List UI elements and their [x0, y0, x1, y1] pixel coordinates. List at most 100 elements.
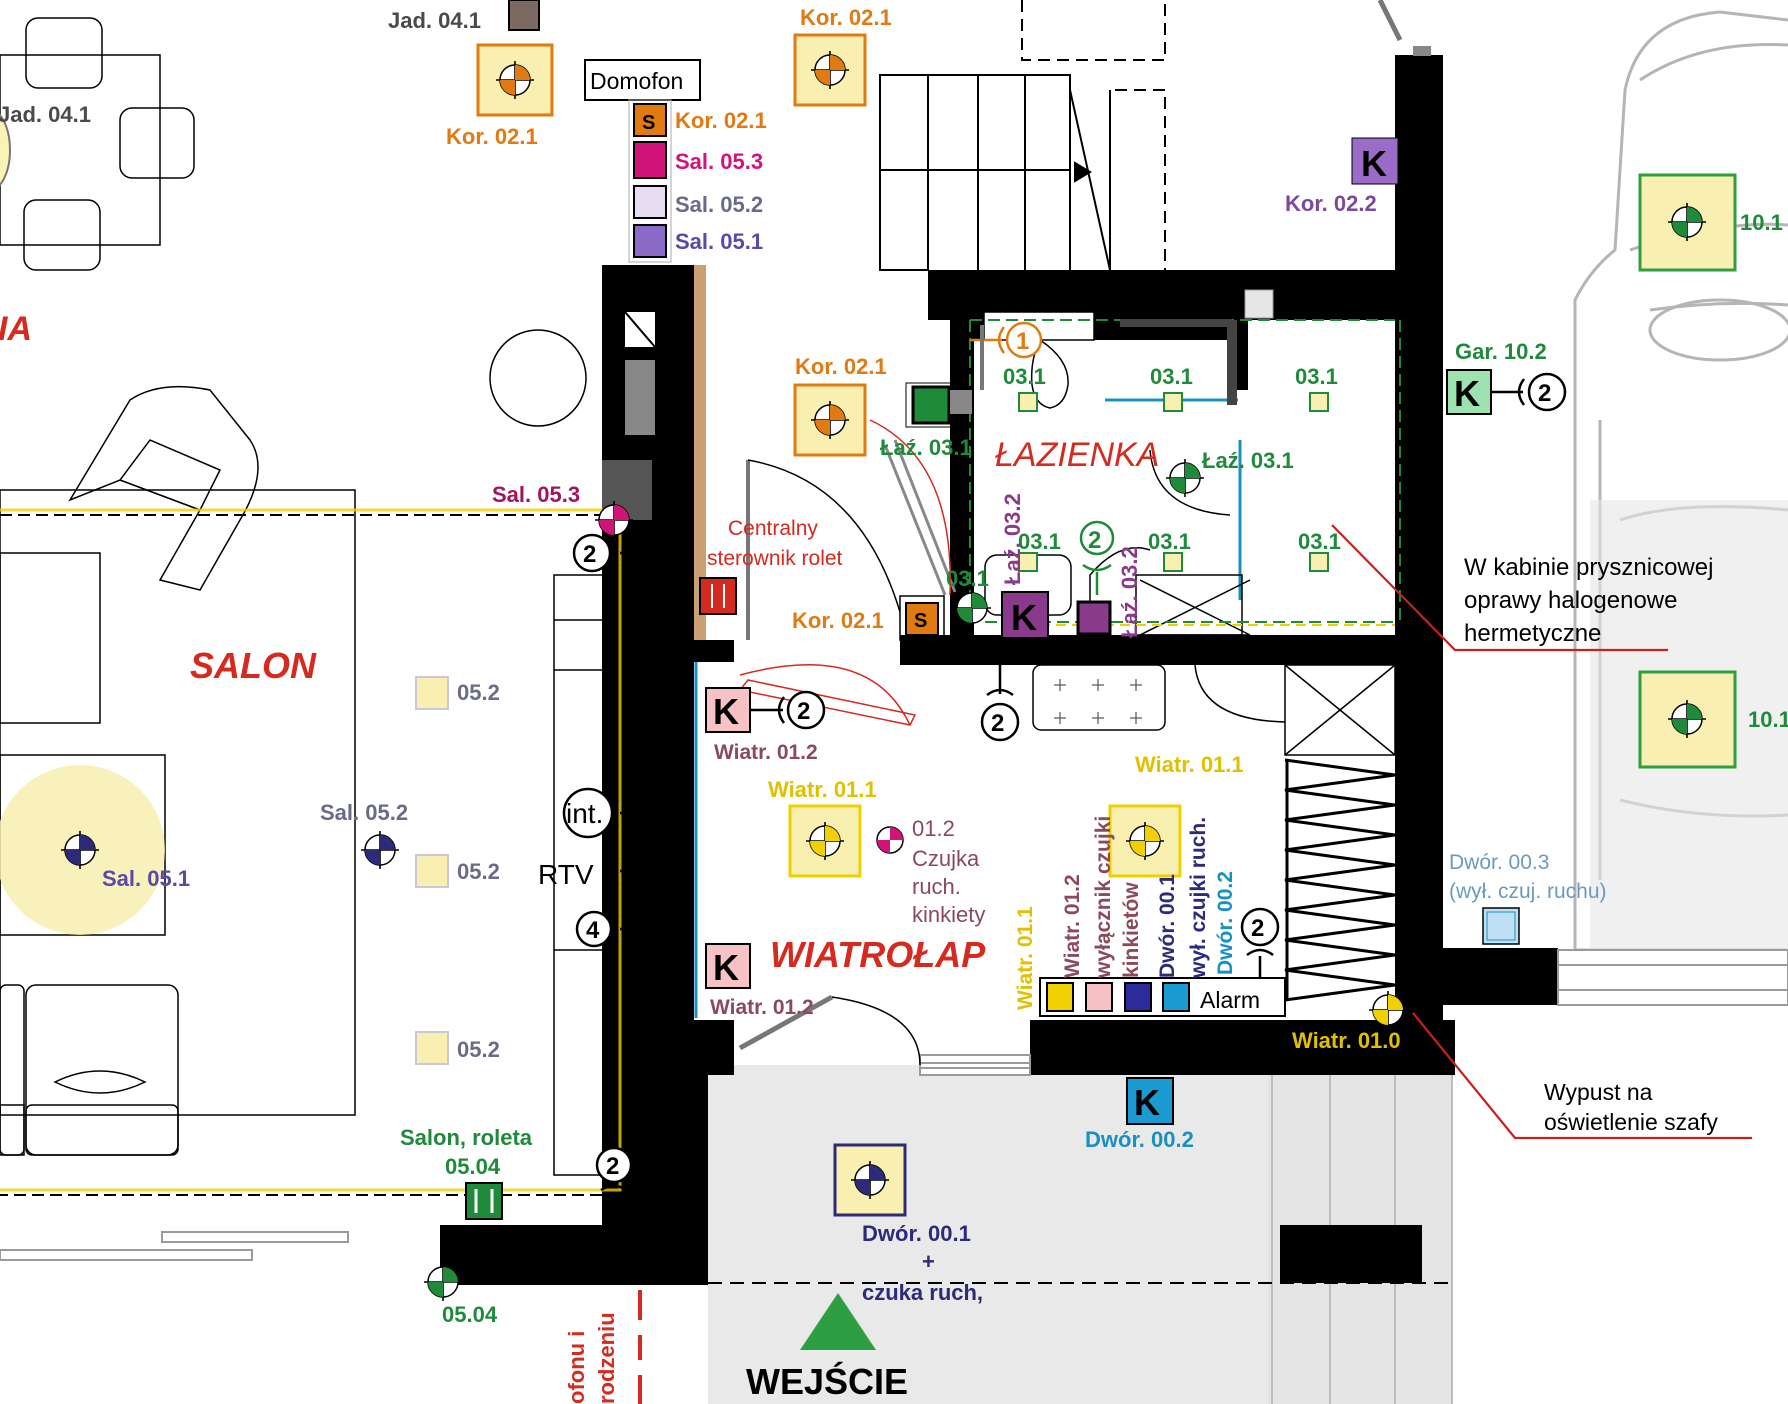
- roleta-switch: [465, 1182, 503, 1220]
- czujka-ruch: czuka ruch,: [862, 1280, 983, 1305]
- s-052-b: 05.2: [457, 859, 500, 884]
- laz-031-e: 03.1: [1148, 529, 1191, 554]
- s-052-c: 05.2: [457, 1037, 500, 1062]
- v-wiatr-011: Wiatr. 01.1: [1014, 906, 1037, 1010]
- kor-021-b: Kor. 02.1: [800, 5, 892, 30]
- wall-niche-2: [625, 360, 655, 435]
- jad-041-top: Jad. 04.1: [388, 8, 481, 33]
- outdoor-light-05-04: [423, 1262, 463, 1302]
- room-lazienka: ŁAZIENKA: [995, 436, 1159, 474]
- leader-lines: [1331, 524, 1752, 1140]
- int-label: int.: [566, 798, 603, 829]
- wypust-2: oświetlenie szafy: [1544, 1109, 1718, 1135]
- kor-light-02-1-c: [793, 383, 867, 457]
- num-2-wiatr-a: 2: [797, 698, 810, 725]
- kor-k-02-2: [1351, 137, 1399, 185]
- socket-2-panel: [1240, 907, 1280, 947]
- jad-041-left: Jad. 04.1: [0, 102, 91, 127]
- dwor-002: Dwór. 00.2: [1085, 1127, 1194, 1152]
- kor-022: Kor. 02.2: [1285, 191, 1377, 216]
- wiatr-012-b: Wiatr. 01.2: [710, 996, 814, 1019]
- v-dwor-002: Dwór. 00.2: [1214, 871, 1237, 975]
- dwor-001: Dwór. 00.1: [862, 1221, 971, 1246]
- num-1-bath: 1: [1016, 328, 1029, 355]
- czujka-num: 01.2: [912, 816, 955, 841]
- v-wiatr-012: Wiatr. 01.2: [1061, 874, 1084, 978]
- num-2-gar: 2: [1538, 380, 1551, 407]
- windows: [0, 949, 1788, 1261]
- salon-light-05-2: [360, 830, 400, 870]
- laz-031-left: Łaź. 03.1: [880, 435, 972, 460]
- laz-031-a: 03.1: [1003, 364, 1046, 389]
- bathroom-switch-green: [911, 385, 951, 425]
- bathroom-laz-032-switch: [1076, 600, 1112, 636]
- laz-031-c: 03.1: [1295, 364, 1338, 389]
- kor-021-d: Kor. 02.1: [792, 608, 884, 633]
- sofa-and-rug: [0, 489, 631, 1176]
- wypust-1: Wypust na: [1544, 1079, 1653, 1105]
- num-2-wiatr-b: 2: [991, 710, 1004, 737]
- sal-051-list: Sal. 05.1: [675, 229, 763, 254]
- domofon-swatches: [633, 103, 667, 258]
- sal-052-list: Sal. 05.2: [675, 192, 763, 217]
- centralny: Centralny: [728, 517, 818, 540]
- czujka-2: ruch.: [912, 874, 961, 899]
- laz-031-g: 03.1: [946, 566, 989, 591]
- dwor-003-a: Dwór. 00.3: [1449, 851, 1549, 874]
- g-101-b: 10.1: [1748, 707, 1788, 732]
- laz-031-f: 03.1: [1298, 529, 1341, 554]
- wiatr-k-012: [705, 687, 751, 733]
- s-0504: 05.04: [442, 1302, 498, 1327]
- dwor-plus: +: [922, 1249, 935, 1274]
- v-red-2: rodzeniu: [594, 1312, 619, 1404]
- sterownik: sterownik rolet: [707, 547, 843, 570]
- wiatr-011-a: Wiatr. 01.1: [768, 777, 877, 802]
- czujka-3: kinkiety: [912, 902, 985, 927]
- salon-light-05-1: [60, 830, 100, 870]
- gar-k-letter: K: [1454, 373, 1480, 414]
- bathroom-lamp-door: [952, 588, 992, 628]
- labels: Jad. 04.1 Jad. 04.1 IA Kor. 02.1 Kor. 02…: [0, 5, 1788, 1404]
- wiatr-010: Wiatr. 01.0: [1292, 1028, 1401, 1053]
- room-salon: SALON: [190, 645, 317, 686]
- num-2-salon-a: 2: [583, 541, 596, 568]
- socket-2-vestibule: [980, 702, 1020, 742]
- bathroom-spots: [1018, 392, 1329, 572]
- domofon-label: Domofon: [590, 68, 683, 94]
- num-4-salon: 4: [586, 917, 600, 944]
- s-letter-kor: S: [914, 610, 927, 632]
- wiatr-012: Wiatr. 01.2: [714, 741, 818, 764]
- v-wylacznik: wyłącznik czujki: [1092, 816, 1115, 979]
- garage-light-10-1-b: [1638, 670, 1737, 769]
- bathroom-lamp-right: [1165, 458, 1205, 498]
- shower-note-3: hermetyczne: [1464, 620, 1601, 647]
- wiatr-k-letter-a: K: [713, 691, 739, 732]
- round-table: [489, 329, 587, 427]
- sal-053-list: Sal. 05.3: [675, 149, 763, 174]
- armchair: [68, 385, 259, 591]
- wiatr-light-01-0: [1368, 990, 1408, 1030]
- shower-note-2: oprawy halogenowe: [1464, 587, 1677, 614]
- salon-border: [0, 514, 628, 1196]
- entrance-area: [708, 1065, 1278, 1404]
- kor-light-02-1-b: [793, 33, 867, 107]
- bath-k-letter: K: [1011, 597, 1037, 638]
- num-2-bath: 2: [1088, 527, 1101, 554]
- czujka-1: Czujka: [912, 846, 980, 871]
- wiatr-011-b: Wiatr. 01.1: [1135, 752, 1244, 777]
- garage-light-10-1-a: [1638, 173, 1737, 272]
- shower-note-1: W kabinie prysznicowej: [1464, 554, 1713, 581]
- domofon-box: [584, 59, 701, 101]
- laz-031-right: Łaź. 03.1: [1202, 448, 1294, 473]
- dining-lamp-partial: [0, 113, 11, 187]
- rtv-label: RTV: [538, 859, 594, 890]
- num-2-panel: 2: [1251, 915, 1264, 942]
- jad-swatch: [508, 0, 540, 31]
- entrance-arrow: [800, 1293, 876, 1350]
- bathroom-k-socket: [1001, 591, 1049, 639]
- wiatr-light-01-1-b: [1108, 804, 1182, 878]
- laz-031-b: 03.1: [1150, 364, 1193, 389]
- dwor-k-letter: K: [1134, 1082, 1160, 1123]
- kor-021-a: Kor. 02.1: [446, 124, 538, 149]
